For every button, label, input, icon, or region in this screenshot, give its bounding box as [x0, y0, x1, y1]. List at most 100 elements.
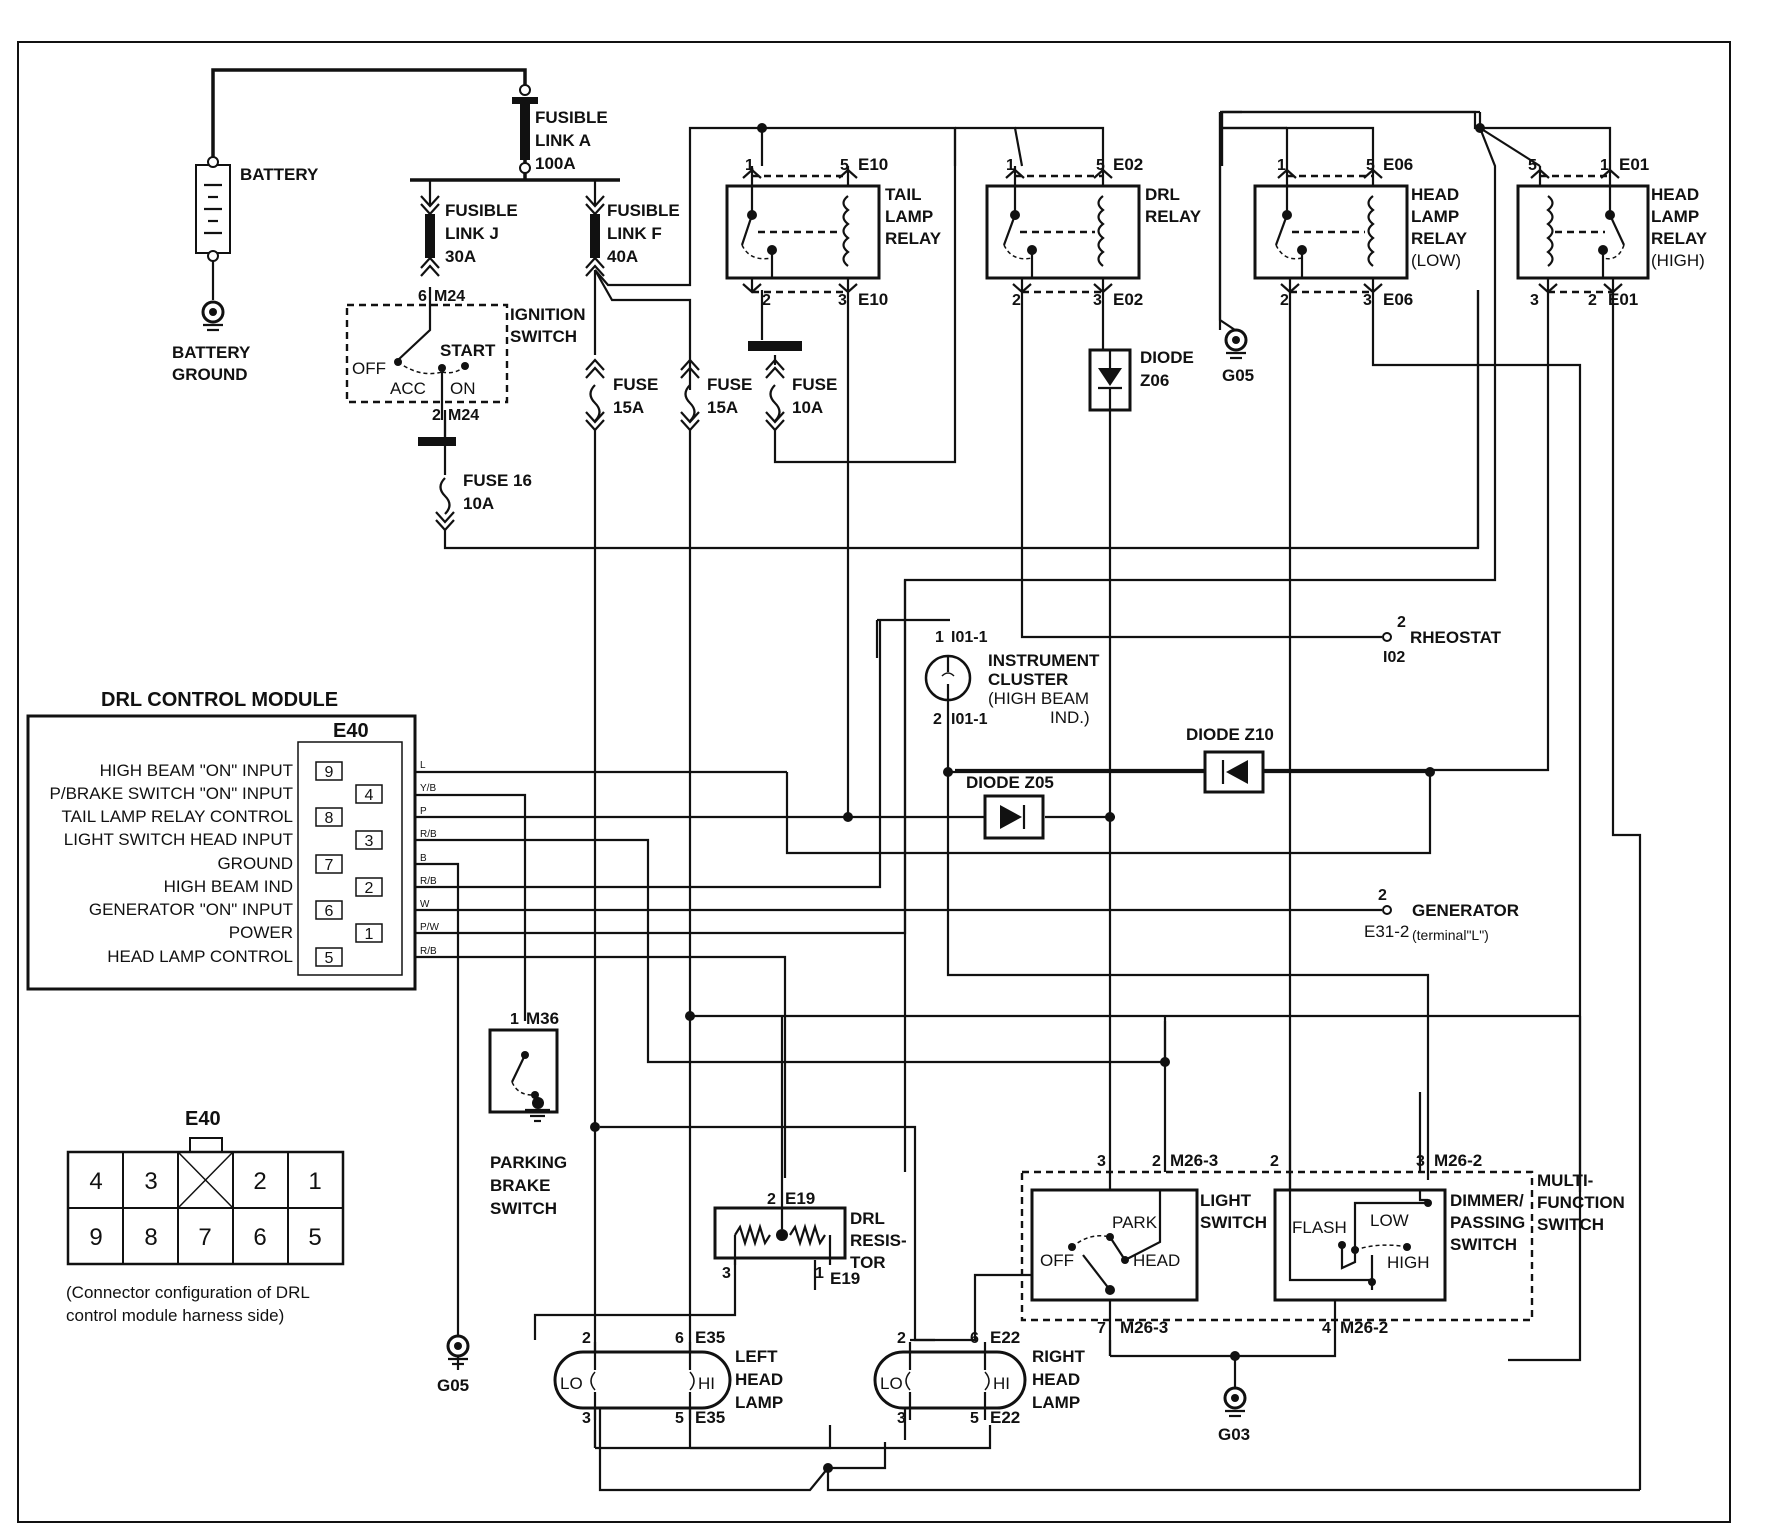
left-conn-bot: E35	[695, 1408, 725, 1427]
tail-pin-2: 2	[762, 292, 771, 309]
right-lamp-label-3: LAMP	[1032, 1393, 1080, 1412]
drl-row-wire-4: B	[420, 853, 427, 864]
high-conn-bot: E01	[1608, 290, 1638, 309]
dimmer-low: LOW	[1370, 1211, 1409, 1230]
generator-conn: E31-2	[1364, 922, 1409, 941]
right-pin-5: 5	[970, 1410, 979, 1427]
drl-row-wire-1: Y/B	[420, 783, 436, 794]
fusible-link-a-label: FUSIBLE	[535, 108, 608, 127]
ground-g03: G03	[1218, 1386, 1250, 1444]
drl-row-label-2: TAIL LAMP RELAY CONTROL	[62, 807, 293, 826]
dimmer-flash: FLASH	[1292, 1218, 1347, 1237]
cfg-bot-3: 6	[253, 1224, 266, 1251]
high-label-3: RELAY	[1651, 229, 1708, 248]
left-pin-5: 5	[675, 1410, 684, 1427]
light-switch-off: OFF	[1040, 1251, 1074, 1270]
instrument-label-2: CLUSTER	[988, 670, 1068, 689]
cfg-bot-0: 9	[89, 1224, 102, 1251]
diode-z05-label: DIODE Z05	[966, 773, 1054, 792]
fuse-15a-1-label: FUSE	[613, 375, 658, 394]
low-conn-bot: E06	[1383, 290, 1413, 309]
cfg-bot-2: 7	[198, 1224, 211, 1251]
fusible-link-f-label: FUSIBLE	[607, 201, 680, 220]
cfg-top-3: 2	[253, 1168, 266, 1195]
multi-function-switch: MULTI- FUNCTION SWITCH 3 2 M26-3 2 3 M26…	[1020, 1151, 1625, 1337]
drl-module-title: DRL CONTROL MODULE	[101, 689, 338, 711]
right-lamp-label-1: RIGHT	[1032, 1347, 1086, 1366]
cfg-caption-2: control module harness side)	[66, 1306, 284, 1325]
light-switch-label-1: LIGHT	[1200, 1191, 1252, 1210]
generator-terminal: (terminal"L")	[1412, 927, 1489, 943]
drl-row-pin-7: 1	[365, 926, 374, 943]
tail-conn-top: E10	[858, 155, 888, 174]
ground-g05-bottom: G05	[437, 1334, 470, 1395]
fusible-link-j-label: FUSIBLE	[445, 201, 518, 220]
high-label-4: (HIGH)	[1651, 251, 1705, 270]
low-label-1: HEAD	[1411, 185, 1459, 204]
high-pin-2: 2	[1588, 292, 1597, 309]
multifunction-label-3: SWITCH	[1537, 1215, 1604, 1234]
resistor-label-1: DRL	[850, 1209, 885, 1228]
fuse-16-rating: 10A	[463, 494, 494, 513]
drl-row-wire-2: P	[420, 806, 427, 817]
diode-z06: DIODE Z06	[1088, 348, 1194, 412]
left-pin-3: 3	[582, 1410, 591, 1427]
ignition-switch: 6 M24 OFF ACC ON START IGNITION SWITCH 2…	[345, 287, 586, 446]
low-label-3: RELAY	[1411, 229, 1468, 248]
ignition-conn-bot: M24	[448, 407, 479, 424]
instrument-label-3: (HIGH BEAM	[988, 689, 1089, 708]
tail-pin-3: 3	[838, 292, 847, 309]
cfg-top-0: 4	[89, 1168, 102, 1195]
mf-conn-top-a: M26-3	[1170, 1151, 1218, 1170]
drl-row-wire-3: R/B	[420, 829, 437, 840]
left-pin-6: 6	[675, 1330, 684, 1347]
connector-cfg-title: E40	[185, 1108, 221, 1130]
ignition-label-2: SWITCH	[510, 327, 577, 346]
diode-z05: DIODE Z05	[966, 773, 1054, 840]
drl-row-label-6: GENERATOR "ON" INPUT	[89, 900, 293, 919]
cfg-top-1: 3	[144, 1168, 157, 1195]
ignition-off: OFF	[352, 359, 386, 378]
instrument-label-4: IND.)	[1050, 708, 1090, 727]
right-lamp-label-2: HEAD	[1032, 1370, 1080, 1389]
fusible-link-a-name: LINK A	[535, 131, 591, 150]
diode-z10-label: DIODE Z10	[1186, 725, 1274, 744]
battery: BATTERY	[195, 156, 319, 262]
left-conn-top: E35	[695, 1328, 725, 1347]
resistor-pin-right: 1	[815, 1265, 824, 1282]
fuse-15a-1-rating: 15A	[613, 398, 644, 417]
right-pin-2: 2	[897, 1330, 906, 1347]
left-lamp-hi: HI	[698, 1374, 715, 1393]
instrument-pin-bot: 2	[933, 711, 942, 728]
mf-pin-top-3b: 3	[1416, 1153, 1425, 1170]
dimmer-high: HIGH	[1387, 1253, 1430, 1272]
left-head-lamp: LO HI 2 6 E35 3 5 E35 LEFT HEAD LAMP	[553, 1328, 783, 1427]
tail-pin-5: 5	[840, 157, 849, 174]
light-switch-label-2: SWITCH	[1200, 1213, 1267, 1232]
low-pin-1: 1	[1277, 157, 1286, 174]
tail-label-2: LAMP	[885, 207, 933, 226]
resistor-pin-left: 3	[722, 1265, 731, 1282]
left-lamp-label-2: HEAD	[735, 1370, 783, 1389]
fuse-10a: FUSE 10A	[748, 341, 837, 432]
diode-z06-name: Z06	[1140, 371, 1169, 390]
diagram-border	[17, 41, 1731, 1523]
tail-conn-bot: E10	[858, 290, 888, 309]
drl-row-pin-8: 5	[325, 950, 334, 967]
fusible-link-j: FUSIBLE LINK J 30A	[420, 195, 518, 277]
left-lamp-lo: LO	[560, 1374, 583, 1393]
ignition-label-1: IGNITION	[510, 305, 586, 324]
cfg-bot-1: 8	[144, 1224, 157, 1251]
fusible-link-a: FUSIBLE LINK A 100A	[512, 84, 608, 174]
low-pin-2: 2	[1280, 292, 1289, 309]
resistor-conn-right: E19	[830, 1269, 860, 1288]
drl-row-label-7: POWER	[229, 923, 293, 942]
generator-pin: 2	[1378, 887, 1387, 904]
parking-label-1: PARKING	[490, 1153, 567, 1172]
parking-brake-switch: 1 M36 PARKING BRAKE SWITCH	[488, 1009, 567, 1218]
fuse-16: FUSE 16 10A	[435, 446, 532, 532]
drl-relay-label-2: RELAY	[1145, 207, 1202, 226]
instrument-label-1: INSTRUMENT	[988, 651, 1100, 670]
ignition-on: ON	[450, 379, 476, 398]
low-label-2: LAMP	[1411, 207, 1459, 226]
